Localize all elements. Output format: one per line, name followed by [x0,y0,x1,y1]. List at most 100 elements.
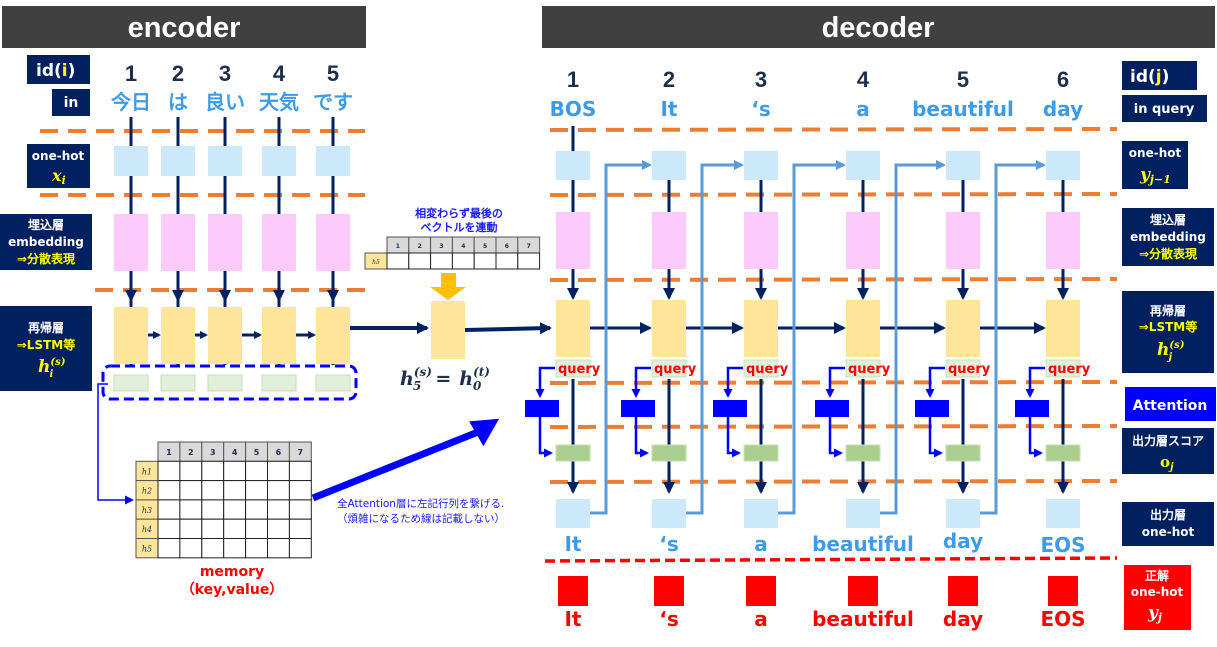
encoder-column: 2は [160,61,208,392]
encoder-embedding-label: 埋込層 embedding ⇒分散表現 [0,214,92,270]
dec-rnn-var: h [1157,340,1169,360]
decoder-input-token: ‘s [751,97,771,121]
memory-cell [267,518,290,540]
svg-text:id(j): id(j) [1130,67,1169,87]
encoder-onehot-label: one-hot xi [27,144,90,188]
memory-cell [288,499,312,520]
decoder-output-onehot-box [946,499,980,528]
encoder-onehot-box [114,146,148,176]
ground-truth-token: EOS [1040,607,1085,631]
feedback-arrow [686,160,744,515]
memory-cell [267,460,290,482]
decoder-embedding-box [846,212,880,269]
embed-label-2: embedding [8,235,84,249]
encoder-in-label: in [52,89,90,116]
onehot-var: x [51,166,62,185]
decoder-score-box [651,444,687,462]
dec-embed-1: 埋込層 [1150,212,1186,227]
bridge-col-label: 7 [527,243,531,250]
memory-col-label: 2 [188,448,194,457]
decoder-query-label: query [848,362,891,377]
ground-truth-token: a [754,607,768,631]
attention-to-score-arrow [726,417,741,458]
bridge-cell [517,252,541,270]
decoder-embedding-box [1046,212,1080,269]
encoder-token: 良い [205,90,245,114]
encoder-onehot-box [316,146,350,176]
encoder-embedding-box [161,214,195,271]
memory-col-label: 7 [298,448,304,457]
decoder-id: 6 [1057,67,1069,92]
encoder-lstm-box [208,307,242,364]
bridge-col-label: 5 [483,243,487,250]
in-query-label-text: in query [1134,102,1195,117]
memory-to-attention-arrow [311,428,480,502]
memory-cell [201,518,225,540]
decoder-separator-4 [549,424,1118,429]
svg-text:oj: oj [1160,453,1174,473]
encoder-embedding-box [114,214,148,271]
dec-rnn-2: ⇒LSTM等 [1139,319,1197,334]
decoder-query-box [1045,359,1081,378]
memory-cell [201,480,225,501]
decoder-embedding-box [946,212,980,269]
memory-row-label: h4 [142,525,152,534]
memory-cell [157,499,181,520]
decoder-id: 5 [957,67,969,92]
decoder-query-box [651,359,687,378]
svg-text:id(i): id(i) [36,61,75,81]
eq-rhs: h [459,368,473,390]
encoder-hidden-state-box [261,374,297,392]
embed-label-3: ⇒分散表現 [17,251,75,266]
memory-note-2: （煩雑になるため線は記載しない） [337,512,505,525]
decoder-attention-label: Attention [1125,387,1216,421]
dec-onehot-sub: j−1 [1148,173,1171,186]
dec-rnn-sub: j [1166,352,1172,363]
decoder-input-token: It [660,97,677,121]
eq-rhs-sup: (t) [473,365,490,379]
encoder-column: 4 天気 [259,61,316,392]
svg-text:h(s)j: h(s)j [1157,340,1185,363]
decoder-query-label: query [654,362,697,377]
decoder-input-token: day [1043,97,1083,121]
attention-box [621,400,655,417]
encoder-lstm-box [316,307,350,364]
memory-cell [267,538,290,559]
id-label-text: id( [36,61,62,81]
ground-truth-token: beautiful [812,607,914,631]
decoder-output-onehot-box [556,499,590,528]
decoder-onehot-box [556,151,590,180]
decoder-output-label: 出力層 one-hot [1122,502,1214,546]
bridge-col-label: 3 [439,243,443,250]
decoder-score-box [1045,444,1081,462]
memory-cell [201,538,225,559]
memory-cell [179,538,203,559]
dec-id-close: ) [1162,67,1170,87]
memory-cell [157,460,181,482]
decoder-row-labels: id(j) in query one-hot yj−1 埋込層 embeddin… [1122,61,1216,630]
encoder-id: 4 [273,61,286,86]
feedback-arrow [880,160,946,515]
encoder-token: 天気 [259,90,299,114]
score-label-text: 出力層スコア [1132,433,1204,448]
encoder-hidden-state-box [315,374,351,392]
decoder-in-query-label: in query [1122,95,1207,122]
eq-rhs-sub: 0 [473,379,482,393]
memory-cell [267,480,290,501]
decoder-output-token: ‘s [659,532,679,556]
memory-arrow-head-icon [469,418,500,447]
query-to-attention-arrow [535,366,555,398]
bridge-note-2: ベクトルを連動 [421,220,498,234]
encoder-lstm-box [262,307,296,364]
bridge-col-label: 4 [461,243,465,250]
decoder-query-label: query [1048,362,1091,377]
encoder-rnn-label: 再帰層 ⇒LSTM等 h(s)i [0,306,92,391]
ground-truth-token: It [564,607,581,631]
bridge-cell [408,252,432,270]
encoder-title: encoder [128,12,241,44]
